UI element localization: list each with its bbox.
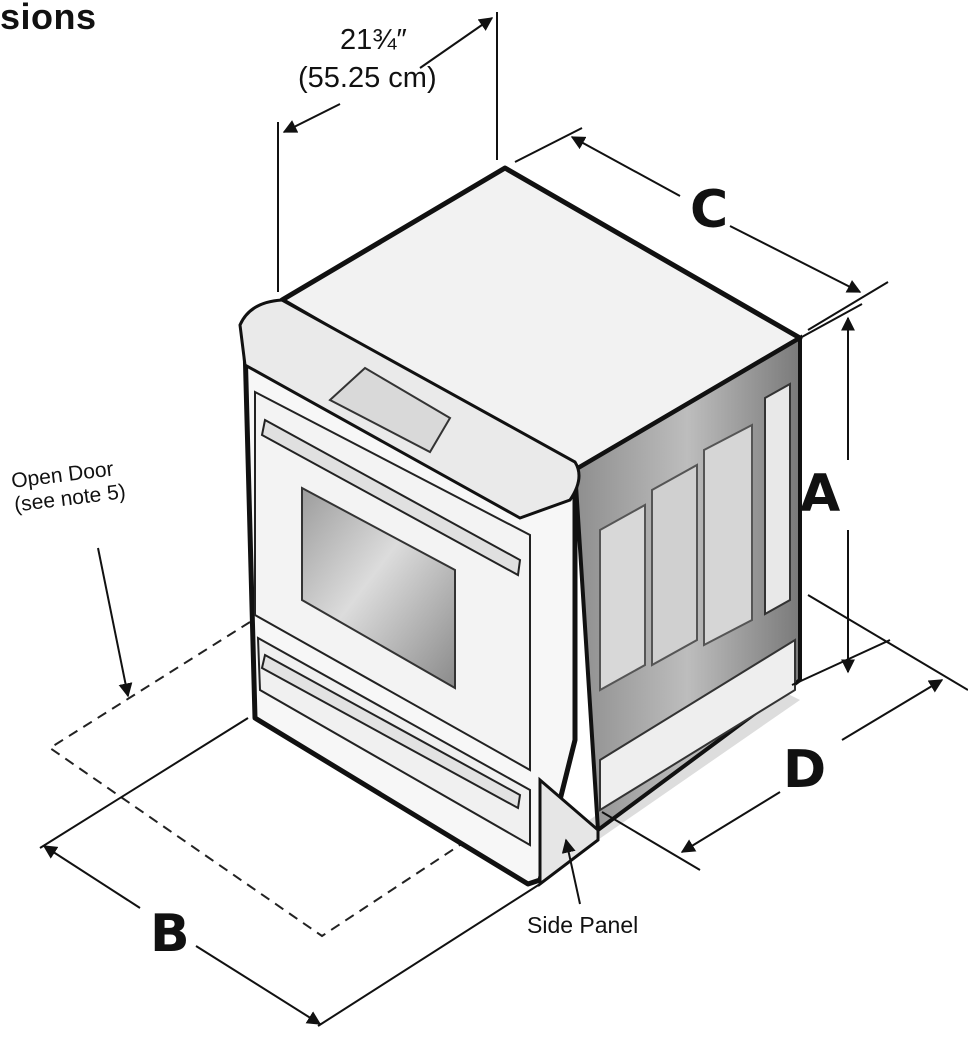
side-panel-callout: Side Panel [527,912,639,938]
cavity-rail [764,382,791,616]
cavity-panel-3 [703,423,753,647]
control-display [328,366,452,454]
dimension-label-c: C [690,180,729,240]
drawer-handle [260,653,522,810]
cavity-floor [599,638,796,812]
section-heading: sions [0,0,97,37]
width-metric-label: (55.25 cm) [298,62,437,94]
dimension-lines [39,12,968,1027]
width-imperial-label: 21¾″ [340,24,407,56]
dimension-label-b: B [150,904,190,964]
dimension-label-d: D [783,740,827,800]
cavity-panel-1 [599,503,646,692]
open-door-outline [48,621,523,938]
dimension-label-a: A [800,464,841,524]
cavity-panel-2 [651,463,698,667]
door-handle [260,418,522,577]
oven-window [301,486,456,690]
side-panel-strip [538,776,600,888]
